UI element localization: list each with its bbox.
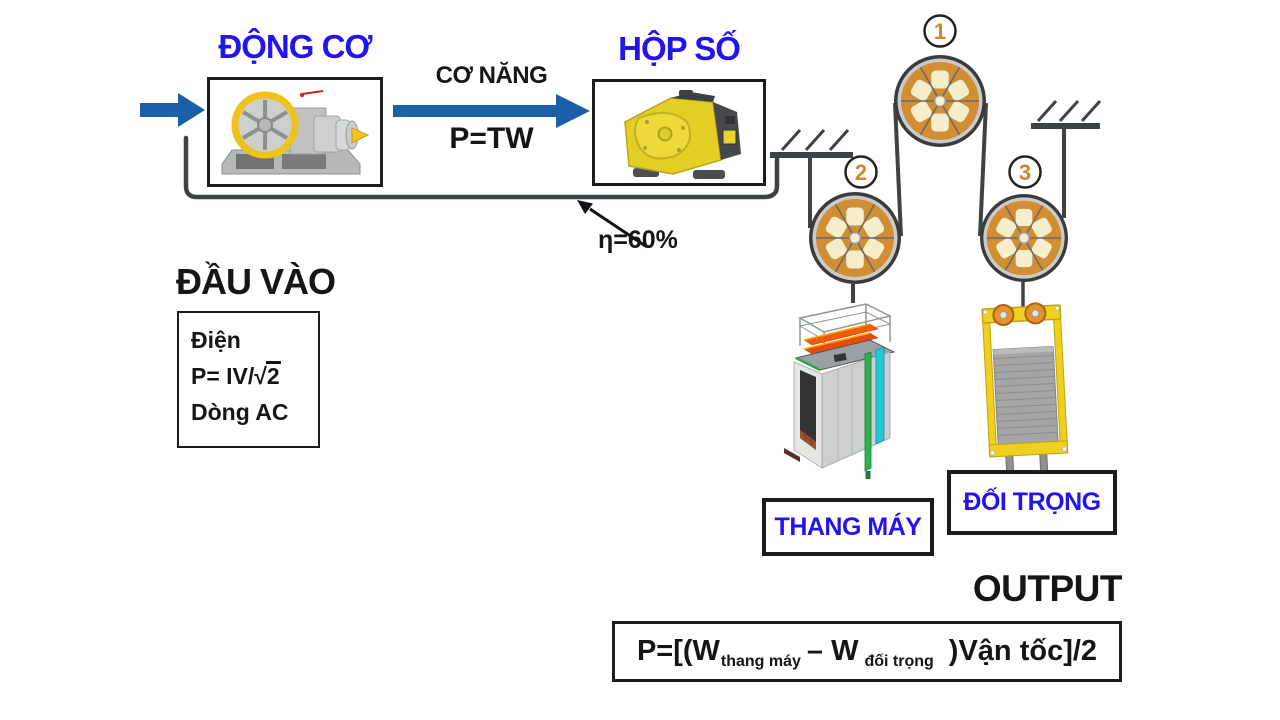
- gearbox-box: [592, 79, 766, 186]
- input-line-1: Điện: [191, 327, 241, 353]
- energy-formula: P=TW: [449, 122, 534, 155]
- pulley-number-badge-3: 3: [1008, 155, 1042, 189]
- counterweight-label-box: ĐỐI TRỌNG: [947, 470, 1117, 535]
- right-ceiling-bracket: [1031, 99, 1102, 218]
- efficiency-label: η=60%: [598, 226, 678, 254]
- drive-line: [183, 135, 780, 200]
- energy-label: CƠ NĂNG: [435, 62, 548, 89]
- sqrt-radicand: 2: [265, 361, 281, 389]
- sqrt-icon: √: [254, 363, 267, 389]
- input-line-3: Dòng AC: [191, 399, 289, 425]
- elevator-label-box: THANG MÁY: [762, 498, 934, 556]
- pulley-number-2: 2: [855, 160, 867, 185]
- pulley-number-badge-1: 1: [923, 14, 957, 48]
- pulley-number-badge-2: 2: [844, 155, 878, 189]
- output-formula-box: P=[(W thang máy – W đối trọng )Vận tốc]/…: [612, 621, 1122, 682]
- rope-p1-p3: [978, 102, 988, 237]
- efficiency-arrow-icon: [577, 200, 648, 249]
- pulley-number-1: 1: [934, 19, 946, 44]
- formula-tail: )Vận tốc]/2: [948, 635, 1098, 667]
- formula-sub-counterweight: đối trọng: [864, 652, 934, 670]
- input-box: Điện P= IV/√2 Dòng AC: [177, 311, 320, 448]
- left-ceiling-bracket: [770, 128, 853, 228]
- counterweight-label: ĐỐI TRỌNG: [963, 488, 1101, 516]
- formula-lead: P=[(W: [636, 635, 720, 667]
- pulley-number-3: 3: [1019, 160, 1031, 185]
- input-line-2: P= IV/√2: [191, 358, 318, 394]
- gearbox-image: [624, 90, 741, 179]
- input-formula-prefix: P= IV/: [191, 363, 255, 389]
- output-title: OUTPUT: [972, 568, 1123, 609]
- motor-image: [221, 90, 370, 175]
- formula-sub-elevator: thang máy: [720, 652, 801, 670]
- rope-p2-p1: [893, 102, 903, 237]
- energy-arrow-icon: [393, 94, 590, 128]
- input-title: ĐẦU VÀO: [176, 261, 336, 302]
- pulley-2: [808, 191, 902, 285]
- pulley-3: [979, 193, 1069, 283]
- elevator-label: THANG MÁY: [774, 512, 922, 541]
- pulley-1: [893, 54, 987, 148]
- elevator-car-image: [784, 303, 896, 479]
- input-arrow-icon: [140, 93, 205, 127]
- motor-title: ĐỘNG CƠ: [218, 28, 372, 65]
- ropes: [851, 102, 1025, 308]
- formula-mid: – W: [806, 635, 859, 667]
- gearbox-title: HỘP SỐ: [618, 30, 741, 67]
- motor-box: [207, 77, 383, 187]
- counterweight-image: [981, 302, 1069, 477]
